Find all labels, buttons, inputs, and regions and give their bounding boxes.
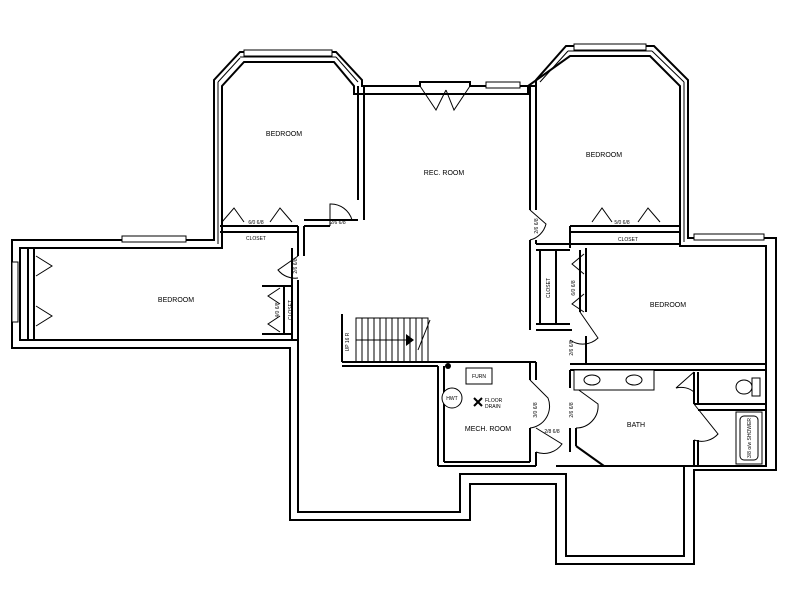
label-bifold-w: 4/0 6/8 xyxy=(275,302,281,318)
label-closet-nw: CLOSET xyxy=(246,236,266,242)
label-door-e: 2/6 6/8 xyxy=(569,340,575,356)
room-bedroom-ne: BEDROOM xyxy=(586,152,622,159)
label-door-w: 2/6 6/8 xyxy=(293,258,299,274)
room-bath: BATH xyxy=(627,422,645,429)
exterior-walls xyxy=(11,43,777,565)
room-bedroom-w: BEDROOM xyxy=(158,297,194,304)
label-bifold-ne: 5/0 6/8 xyxy=(614,220,630,226)
label-door-mech: 3/0 6/8 xyxy=(533,402,539,418)
staircase xyxy=(355,317,431,363)
label-shower: 3/8 o/w SHOWER xyxy=(747,418,753,458)
label-bifold-e: 6/0 6/8 xyxy=(571,280,577,296)
sink-left xyxy=(583,374,601,386)
column-post xyxy=(445,363,451,369)
furnace xyxy=(465,367,493,385)
label-door-ne: 2/6 6/8 xyxy=(534,218,540,234)
room-labels: BEDROOM REC. ROOM BEDROOM BEDROOM BEDROO… xyxy=(158,131,686,433)
room-rec-room: REC. ROOM xyxy=(424,170,465,177)
room-mech-room: MECH. ROOM xyxy=(465,426,511,433)
doors xyxy=(35,85,719,454)
label-water-heater: HWT xyxy=(446,396,457,402)
label-furnace: FURN xyxy=(472,374,486,380)
label-closet-e: CLOSET xyxy=(546,278,552,298)
label-door-mech-closet: 2/8 6/8 xyxy=(544,429,560,435)
sink-right xyxy=(625,374,643,386)
interior-walls xyxy=(27,86,766,467)
label-door-nw: 2/6 6/8 xyxy=(330,220,346,226)
room-bedroom-nw: BEDROOM xyxy=(266,131,302,138)
annotation-labels: CLOSET CLOSET CLOSET CLOSET 6/0 6/8 5/0 … xyxy=(246,218,753,458)
label-stairs: UP 16 R xyxy=(345,332,351,351)
floor-drain-icon xyxy=(473,397,483,407)
room-bedroom-e: BEDROOM xyxy=(650,302,686,309)
toilet xyxy=(735,377,761,397)
fixtures xyxy=(441,363,763,465)
label-closet-w: CLOSET xyxy=(288,300,294,320)
label-bifold-nw: 6/0 6/8 xyxy=(248,220,264,226)
water-heater xyxy=(441,387,463,409)
label-door-bath: 2/6 6/8 xyxy=(569,402,575,418)
label-closet-ne: CLOSET xyxy=(618,237,638,243)
